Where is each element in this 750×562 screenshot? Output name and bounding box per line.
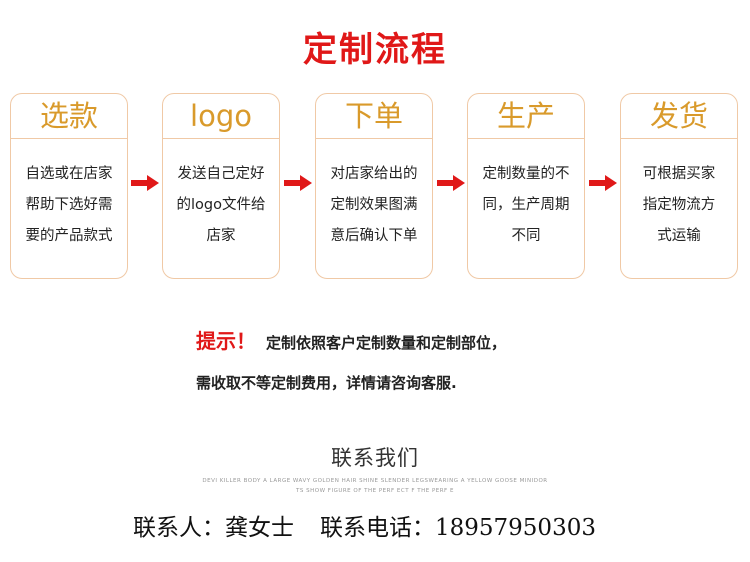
step-line: 的logo文件给 — [176, 197, 266, 213]
notice-line-2: 需收取不等定制费用，详情请咨询客服. — [196, 374, 457, 392]
step-card-order: 下单 对店家给出的 定制效果图满 意后确认下单 — [315, 93, 433, 279]
decorative-caption: TS SHOW FIGURE OF THE PERF ECT F THE PER… — [296, 488, 454, 494]
step-line: 式运输 — [657, 228, 701, 244]
contact-person: 联系人：龚女士 — [133, 515, 294, 541]
step-description: 对店家给出的 定制效果图满 意后确认下单 — [316, 139, 432, 252]
page-title: 定制流程 — [303, 30, 447, 70]
step-description: 自选或在店家 帮助下选好需 要的产品款式 — [11, 139, 127, 252]
step-line: 发送自己定好 — [177, 166, 265, 182]
contact-info: 联系人：龚女士联系电话：18957950303 — [133, 508, 596, 542]
step-line: 定制效果图满 — [330, 197, 418, 213]
step-heading: logo — [163, 94, 279, 139]
notice: 提示！ 定制依照客户定制数量和定制部位， 需收取不等定制费用，详情请咨询客服. — [196, 326, 507, 392]
step-description: 定制数量的不 同，生产周期 不同 — [468, 139, 584, 252]
step-line: 对店家给出的 — [330, 166, 418, 182]
contact-phone: 联系电话：18957950303 — [320, 515, 596, 541]
step-line: 不同 — [511, 228, 541, 244]
step-heading: 下单 — [316, 94, 432, 139]
step-line: 店家 — [206, 228, 236, 244]
notice-label: 提示！ — [196, 329, 256, 353]
step-card-logo: logo 发送自己定好 的logo文件给 店家 — [162, 93, 280, 279]
step-line: 意后确认下单 — [330, 228, 418, 244]
step-line: 指定物流方 — [642, 197, 716, 213]
notice-line-1: 定制依照客户定制数量和定制部位， — [266, 334, 507, 352]
step-line: 要的产品款式 — [25, 228, 113, 244]
step-line: 可根据买家 — [642, 166, 716, 182]
step-card-select: 选款 自选或在店家 帮助下选好需 要的产品款式 — [10, 93, 128, 279]
step-line: 帮助下选好需 — [25, 197, 113, 213]
right-arrow-icon — [589, 175, 617, 191]
right-arrow-icon — [284, 175, 312, 191]
step-heading: 生产 — [468, 94, 584, 139]
step-line: 同，生产周期 — [482, 197, 570, 213]
step-card-shipping: 发货 可根据买家 指定物流方 式运输 — [620, 93, 738, 279]
process-steps: 选款 自选或在店家 帮助下选好需 要的产品款式 logo 发送自己定好 的log… — [10, 93, 738, 279]
step-description: 可根据买家 指定物流方 式运输 — [621, 139, 737, 252]
step-line: 自选或在店家 — [25, 166, 113, 182]
step-heading: 发货 — [621, 94, 737, 139]
right-arrow-icon — [131, 175, 159, 191]
step-description: 发送自己定好 的logo文件给 店家 — [163, 139, 279, 252]
step-card-production: 生产 定制数量的不 同，生产周期 不同 — [467, 93, 585, 279]
step-heading: 选款 — [11, 94, 127, 139]
decorative-caption: DEVI KILLER BODY A LARGE WAVY GOLDEN HAI… — [202, 478, 548, 484]
step-line: 定制数量的不 — [482, 166, 570, 182]
contact-heading: 联系我们 — [331, 446, 419, 470]
right-arrow-icon — [437, 175, 465, 191]
